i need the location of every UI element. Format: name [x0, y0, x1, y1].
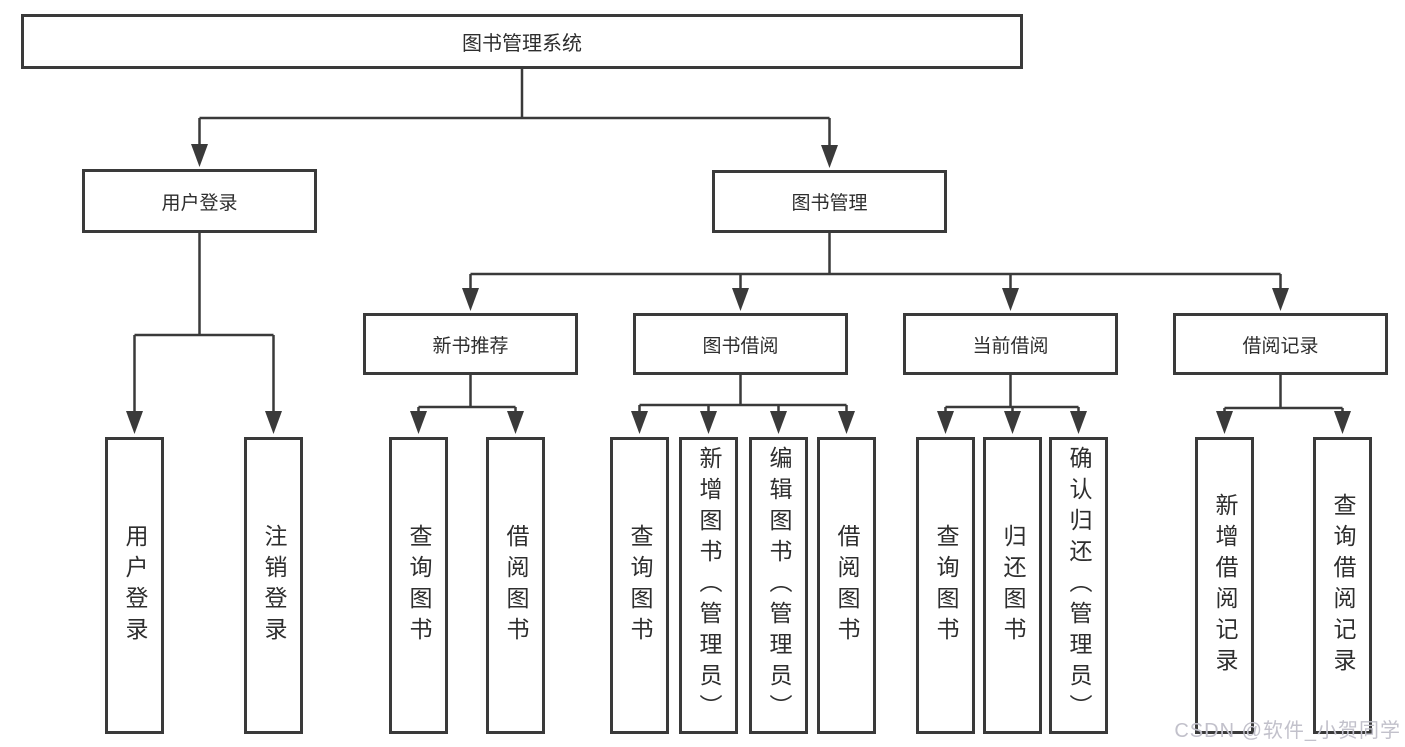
node-book-management: 图书管理	[712, 170, 947, 233]
leaf-user-login-label: 用户登录	[122, 523, 148, 648]
node-book-borrowing: 图书借阅	[633, 313, 848, 375]
node-root: 图书管理系统	[21, 14, 1023, 69]
leaf-return-books-label: 归还图书	[1000, 523, 1026, 648]
leaf-borrow-books-recommend: 借阅图书	[486, 437, 545, 734]
node-current-borrowing: 当前借阅	[903, 313, 1118, 375]
node-root-label: 图书管理系统	[462, 33, 582, 55]
leaf-query-borrow-record: 查询借阅记录	[1313, 437, 1372, 734]
node-borrow-records: 借阅记录	[1173, 313, 1388, 375]
leaf-query-books-current-label: 查询图书	[933, 523, 959, 648]
node-book-borrowing-label: 图书借阅	[702, 335, 779, 357]
leaf-borrow-books: 借阅图书	[817, 437, 876, 734]
node-user-login-label: 用户登录	[161, 192, 238, 214]
csdn-watermark: CSDN @软件_小贺同学	[1174, 720, 1401, 742]
leaf-add-borrow-record: 新增借阅记录	[1195, 437, 1254, 734]
leaf-return-books: 归还图书	[983, 437, 1042, 734]
leaf-logout: 注销登录	[244, 437, 303, 734]
arrowheads	[126, 144, 1351, 434]
leaf-user-login: 用户登录	[105, 437, 164, 734]
node-current-borrowing-label: 当前借阅	[972, 335, 1049, 357]
node-user-login: 用户登录	[82, 169, 317, 233]
node-new-book-recommend-label: 新书推荐	[432, 335, 509, 357]
leaf-borrow-books-recommend-label: 借阅图书	[503, 523, 529, 648]
leaf-add-borrow-record-label: 新增借阅记录	[1212, 492, 1238, 679]
leaf-query-borrow-record-label: 查询借阅记录	[1330, 492, 1356, 679]
leaf-query-books-borrowing-label: 查询图书	[627, 523, 653, 648]
leaf-logout-label: 注销登录	[261, 523, 287, 648]
leaf-confirm-return-admin: 确认归还（管理员）	[1049, 437, 1108, 734]
leaf-edit-books-admin-label: 编辑图书（管理员）	[766, 446, 792, 725]
leaf-query-books-borrowing: 查询图书	[610, 437, 669, 734]
leaf-query-books-recommend: 查询图书	[389, 437, 448, 734]
leaf-add-books-admin-label: 新增图书（管理员）	[696, 446, 722, 725]
leaf-edit-books-admin: 编辑图书（管理员）	[749, 437, 808, 734]
leaf-query-books-recommend-label: 查询图书	[406, 523, 432, 648]
node-book-management-label: 图书管理	[791, 193, 868, 214]
node-borrow-records-label: 借阅记录	[1242, 335, 1319, 357]
leaf-confirm-return-admin-label: 确认归还（管理员）	[1066, 446, 1092, 725]
node-new-book-recommend: 新书推荐	[363, 313, 578, 375]
leaf-borrow-books-label: 借阅图书	[834, 523, 860, 648]
leaf-query-books-current: 查询图书	[916, 437, 975, 734]
leaf-add-books-admin: 新增图书（管理员）	[679, 437, 738, 734]
